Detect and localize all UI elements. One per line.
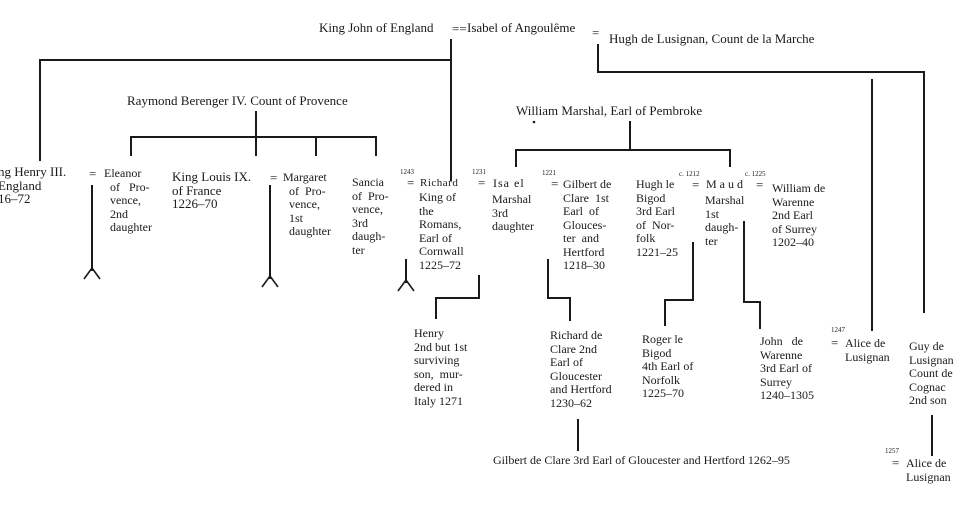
marriage-sign: = — [756, 177, 764, 192]
marriage-year: c. 1225 — [745, 170, 766, 178]
marriage-year: 1247 — [831, 326, 845, 334]
roger-bigod-entry: Roger le Bigod 4th Earl of Norfolk 1225–… — [642, 332, 694, 400]
maud-name: M a u d — [706, 177, 743, 191]
king-john-name: King John of England — [319, 20, 434, 35]
william-warenne-entry: William de Warenne 2nd Earl of Surrey 12… — [772, 181, 826, 249]
isabel-angouleme-name: Isabel of Angoulême — [467, 20, 576, 35]
henry-son-entry: Henry 2nd but 1st surviving son, mur- de… — [414, 326, 468, 408]
isabel-marshal-name: Isa el — [493, 176, 525, 190]
maud-description: Marshal 1st daugh- ter — [705, 193, 745, 248]
william-marshal-name: William Marshal, Earl of Pembroke — [516, 103, 703, 118]
alice-lusignan-entry: Alice de Lusignan — [845, 336, 890, 364]
marriage-year: 1231 — [472, 168, 486, 176]
eleanor-entry: Eleanor of Pro- vence, 2nd daughter — [104, 166, 152, 234]
marriage-year: 1243 — [400, 168, 414, 176]
marriage-sign: = — [270, 170, 278, 185]
henry-iii-entry: ng Henry III. England 16–72 — [0, 164, 67, 206]
marriage-sign: = — [592, 25, 600, 40]
marriage-sign: = — [478, 175, 486, 190]
alice-lusignan-2-entry: Alice de Lusignan — [906, 456, 951, 484]
gilbert-clare-3rd-entry: Gilbert de Clare 3rd Earl of Gloucester … — [493, 453, 790, 467]
hugh-bigod-entry: Hugh le Bigod 3rd Earl of Nor- folk 1221… — [636, 177, 678, 259]
marriage-year: 1221 — [542, 169, 556, 177]
marriage-sign: = — [892, 455, 900, 470]
marriage-sign: = — [692, 177, 700, 192]
marriage-year: 1257 — [885, 447, 899, 455]
louis-ix-entry: King Louis IX. of France 1226–70 — [172, 169, 252, 211]
marriage-sign: = — [831, 335, 839, 350]
john-warenne-entry: John de Warenne 3rd Earl of Surrey 1240–… — [760, 334, 814, 402]
marriage-sign: = — [551, 176, 559, 191]
raymond-berenger-name: Raymond Berenger IV. Count of Provence — [127, 93, 348, 108]
margaret-entry: Margaret of Pro- vence, 1st daughter — [283, 170, 331, 238]
gilbert-clare-1st-entry: Gilbert de Clare 1st Earl of Glouces- te… — [563, 177, 612, 272]
richard-name: Richard — [420, 177, 459, 189]
marriage-year: c. 1212 — [679, 170, 700, 178]
hugh-lusignan-name: Hugh de Lusignan, Count de la Marche — [609, 31, 815, 46]
marriage-sign: == — [452, 21, 467, 36]
richard-clare-entry: Richard de Clare 2nd Earl of Gloucester … — [550, 328, 612, 410]
isabel-marshal-description: Marshal 3rd daughter — [492, 192, 534, 233]
guy-lusignan-entry: Guy de Lusignan Count de Cognac 2nd son — [909, 339, 954, 407]
marriage-sign: = — [89, 166, 97, 181]
marriage-sign: = — [407, 175, 415, 190]
richard-description: King of the Romans, Earl of Cornwall 122… — [419, 190, 464, 272]
sancia-entry: Sancia of Pro- vence, 3rd daugh- ter — [352, 175, 389, 257]
